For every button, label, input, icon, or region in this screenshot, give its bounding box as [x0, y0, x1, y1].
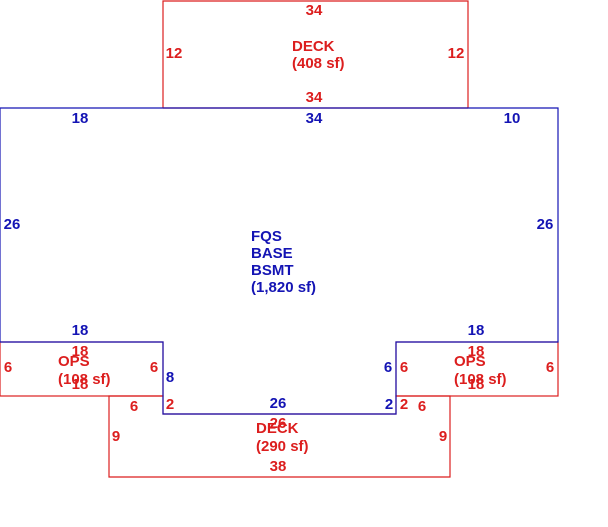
ops-left-label-line: OPS — [58, 353, 90, 370]
base-dim-notch-left-side: 8 — [166, 369, 174, 386]
deck-top-dim-right: 12 — [448, 45, 465, 62]
base-dim-step-left: 2 — [385, 396, 393, 413]
deck-bottom-dim-step-right: 6 — [418, 398, 426, 415]
deck-bottom-dim-top: 26 — [270, 415, 287, 432]
base-label-line: FQS — [251, 228, 282, 245]
ops-left-dim-top: 18 — [72, 343, 89, 360]
ops-right-dim-top: 18 — [468, 343, 485, 360]
deck-top-dim-top: 34 — [306, 2, 323, 19]
ops-right-dim-right: 6 — [546, 359, 554, 376]
deck-bottom-label: DECK (290 sf) — [256, 420, 309, 455]
deck-bottom-dim-bottom: 38 — [270, 458, 287, 475]
ops-left-dim-bottom: 18 — [72, 376, 89, 393]
deck-top-label-line: DECK — [292, 38, 335, 55]
ops-left-label: OPS (108 sf) — [58, 353, 111, 388]
base-dim-left: 26 — [4, 216, 21, 233]
base-label-line: BASE — [251, 245, 293, 262]
deck-bottom-dim-notch-left: 2 — [166, 396, 174, 413]
base-dim-top-left: 18 — [72, 110, 89, 127]
deck-bottom-dim-left: 9 — [112, 428, 120, 445]
base-label: FQS BASE BSMT (1,820 sf) — [251, 228, 316, 296]
base-dim-top-right: 10 — [504, 110, 521, 127]
ops-left-dim-right: 6 — [150, 359, 158, 376]
deck-top-dim-left: 12 — [166, 45, 183, 62]
deck-bottom-dim-notch-right: 2 — [400, 396, 408, 413]
deck-bottom-dim-step-left: 6 — [130, 398, 138, 415]
ops-right-label-line: OPS — [454, 353, 486, 370]
base-dim-bottom: 26 — [270, 395, 287, 412]
base-label-line: (1,820 sf) — [251, 279, 316, 296]
deck-bottom-dim-right: 9 — [439, 428, 447, 445]
deck-bottom-label-line: DECK — [256, 420, 299, 437]
base-dim-notch-right-side: 6 — [384, 359, 392, 376]
ops-right-label: OPS (108 sf) — [454, 353, 507, 388]
base-dim-top-center: 34 — [306, 110, 323, 127]
deck-bottom-label-line: (290 sf) — [256, 438, 309, 455]
base-label-line: BSMT — [251, 262, 294, 279]
base-dim-notch-left-top: 18 — [72, 322, 89, 339]
base-outline — [0, 107, 559, 415]
ops-right-label-line: (108 sf) — [454, 371, 507, 388]
deck-top-dim-bottom: 34 — [306, 89, 323, 106]
base-dim-right: 26 — [537, 216, 554, 233]
ops-right-dim-left: 6 — [400, 359, 408, 376]
ops-right-dim-bottom: 18 — [468, 376, 485, 393]
deck-top-label-line: (408 sf) — [292, 55, 345, 72]
ops-left-dim-left: 6 — [4, 359, 12, 376]
base-dim-notch-right-top: 18 — [468, 322, 485, 339]
ops-left-label-line: (108 sf) — [58, 371, 111, 388]
deck-top-outline — [162, 0, 469, 108]
deck-top-label: DECK (408 sf) — [292, 38, 345, 72]
